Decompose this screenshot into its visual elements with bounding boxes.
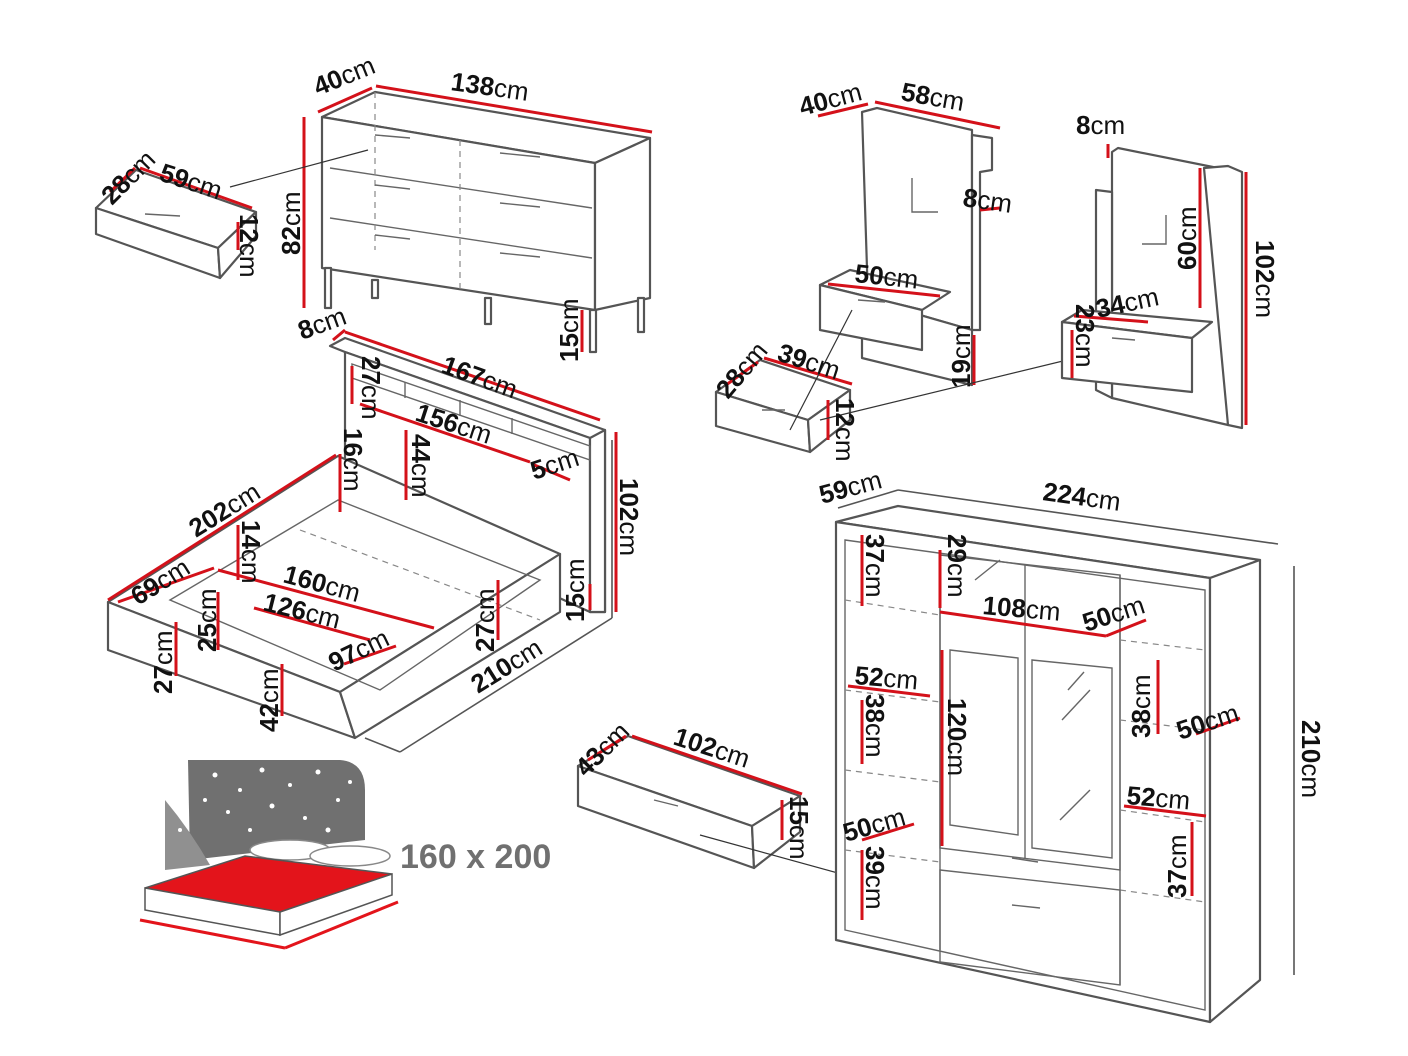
nightstand-small-drawer-height-label: 23cm xyxy=(1070,304,1100,368)
bed-inner-label: 14cm xyxy=(236,520,266,584)
wardrobe-width-label: 224cm xyxy=(1041,476,1122,517)
wardrobe-right-shelf-label: 52cm xyxy=(1125,780,1191,815)
nightstand-small-height-label: 102cm xyxy=(1250,240,1280,318)
nightstand-large-thickness-label: 8cm xyxy=(961,182,1014,219)
star-icons xyxy=(178,767,352,833)
nightstand-large-drawer-height-label: 19cm xyxy=(946,324,976,388)
wardrobe-drawer xyxy=(576,734,802,870)
dresser-height-label: 82cm xyxy=(276,191,306,255)
bed-size-label: 160 x 200 xyxy=(400,838,551,876)
wardrobe-top-left-label: 29cm xyxy=(942,534,972,598)
dresser-drawer-height-label: 12cm xyxy=(234,214,264,278)
bed-size-icon xyxy=(139,760,399,950)
dresser-drawer xyxy=(94,168,258,280)
nightstand-large-width-label: 58cm xyxy=(899,76,967,117)
dresser-leg-label: 15cm xyxy=(554,298,584,362)
nightstand-small-panel-label: 60cm xyxy=(1172,206,1202,270)
bed-leg-label: 15cm xyxy=(560,558,590,622)
wardrobe-right-low-label: 37cm xyxy=(1162,834,1192,898)
nightstand-drawer-height-label: 12cm xyxy=(830,398,860,462)
bed-shelf-height-label: 27cm xyxy=(356,356,386,420)
dresser xyxy=(320,90,652,354)
nightstand-large-depth-label: 40cm xyxy=(796,76,865,121)
bed-inner-frame-label: 27cm xyxy=(470,588,500,652)
wardrobe-right-mid-label: 38cm xyxy=(1126,674,1156,738)
nightstand-large xyxy=(818,106,994,387)
wardrobe-depth-label: 59cm xyxy=(816,464,885,509)
wardrobe-left-mid-label: 38cm xyxy=(860,694,890,758)
wardrobe-left-low-label: 39cm xyxy=(860,846,890,910)
wardrobe-left-shelf-label: 52cm xyxy=(853,660,919,695)
wardrobe-drawer-height-label: 15cm xyxy=(784,796,814,860)
wardrobe-shelf-top-label: 37cm xyxy=(860,534,890,598)
bed-top-gap-label: 16cm xyxy=(338,428,368,492)
wardrobe xyxy=(834,504,1262,1024)
wardrobe-hang-label: 120cm xyxy=(942,698,972,776)
bed-box-height-label: 25cm xyxy=(192,588,222,652)
wardrobe-middle-label: 108cm xyxy=(981,590,1061,627)
wardrobe-height-label: 210cm xyxy=(1296,720,1326,798)
bed-panel-label: 44cm xyxy=(406,434,436,498)
bed xyxy=(106,336,607,740)
dresser-width-label: 138cm xyxy=(449,66,530,107)
nightstand-small-drawer-width-label: 34cm xyxy=(1093,281,1161,324)
nightstand-small-thickness-label: 8cm xyxy=(1076,110,1125,140)
nightstand-large-drawer-width-label: 50cm xyxy=(853,258,919,294)
nightstand-drawer xyxy=(714,358,852,454)
bed-frame-label: 27cm xyxy=(148,630,178,694)
bed-total-height-label: 42cm xyxy=(254,668,284,732)
bed-headboard-height-label: 102cm xyxy=(614,478,644,556)
